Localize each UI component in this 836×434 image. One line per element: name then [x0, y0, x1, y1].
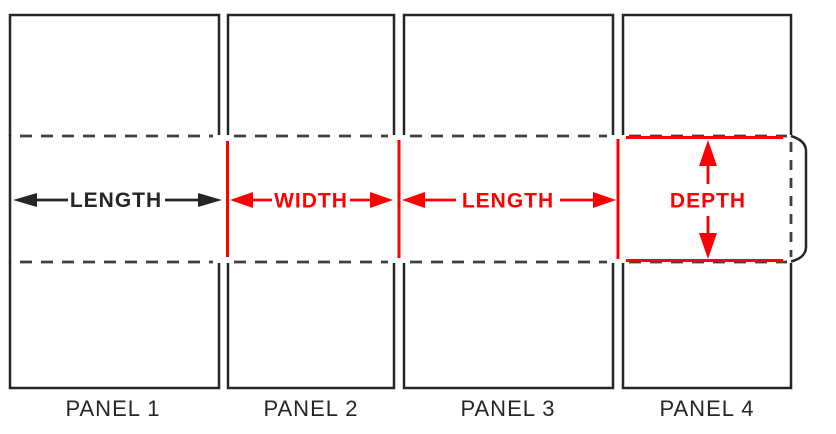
panel4-label: PANEL 4 [659, 396, 754, 421]
bottom-flap-panel2 [226, 263, 396, 390]
bottom-flap-panel3 [402, 263, 615, 390]
panel3-length-annotation: LENGTH [402, 190, 616, 213]
top-flap-panel3 [402, 13, 615, 135]
panel-labels: PANEL 1 PANEL 2 PANEL 3 PANEL 4 [65, 396, 754, 421]
bottom-flap-panel1 [8, 262, 221, 390]
panel1-dimension-label: LENGTH [70, 189, 162, 212]
glue-tab-outline [790, 134, 808, 263]
panel3-label: PANEL 3 [460, 396, 555, 421]
arrowhead-left-icon [13, 193, 37, 207]
bottom-flap-panel4 [621, 263, 793, 390]
arrowhead-left-icon [230, 192, 253, 208]
panel2-dimension-label: WIDTH [274, 190, 348, 213]
arrowhead-right-icon [593, 192, 616, 208]
arrowhead-down-icon [699, 233, 717, 259]
red-dimension-annotations: WIDTH LENGTH DEPTH [226, 136, 783, 262]
arrowhead-right-icon [370, 192, 393, 208]
panel4-depth-annotation: DEPTH [670, 140, 746, 259]
arrowhead-right-icon [198, 193, 222, 207]
cut-lines [8, 13, 808, 390]
panel4-dimension-label: DEPTH [670, 190, 746, 213]
top-flap-panel2 [226, 13, 396, 135]
top-flap-panel1 [8, 13, 221, 136]
panel3-dimension-label: LENGTH [462, 190, 554, 213]
arrowhead-left-icon [402, 192, 425, 208]
arrowhead-up-icon [699, 140, 717, 166]
panel1-label: PANEL 1 [65, 396, 160, 421]
panel1-length-annotation: LENGTH [13, 189, 222, 212]
panel2-label: PANEL 2 [263, 396, 358, 421]
panel2-width-annotation: WIDTH [230, 190, 393, 213]
top-flap-panel4 [621, 13, 793, 135]
